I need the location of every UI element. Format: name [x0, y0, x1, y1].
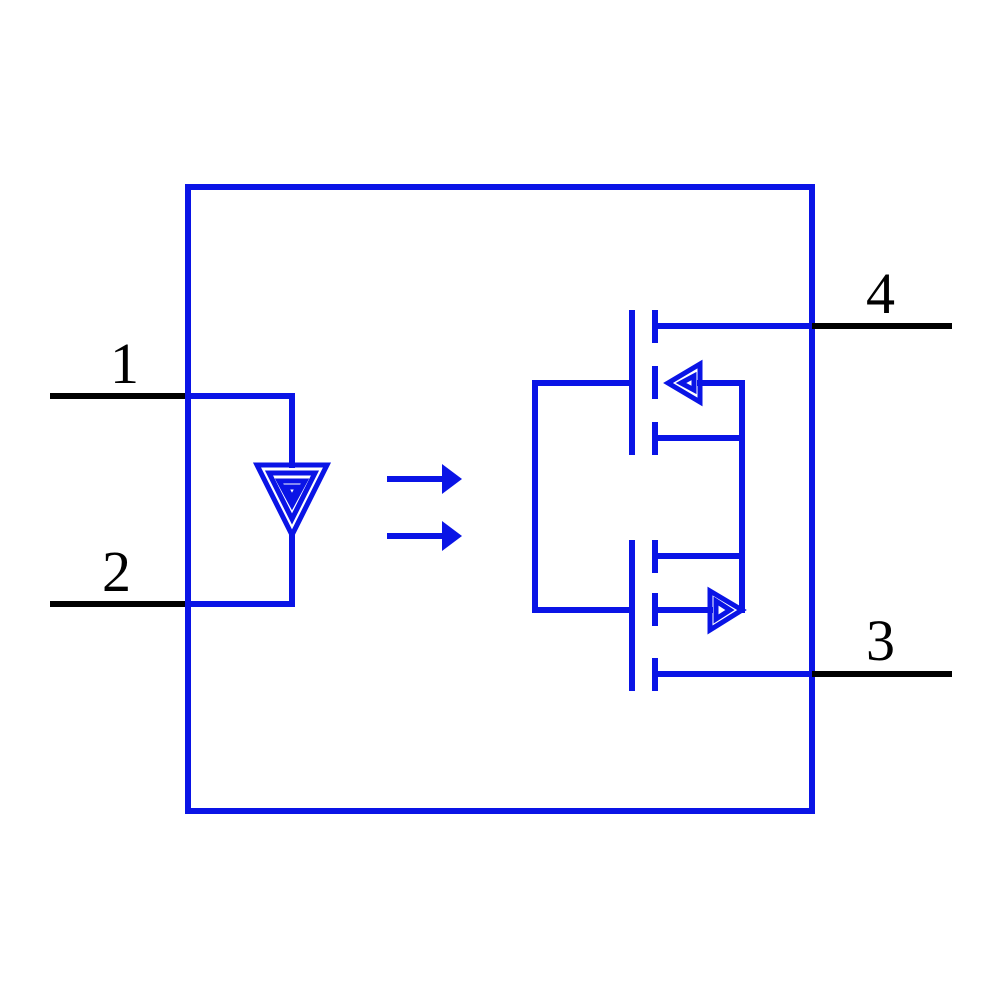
light-arrow-1-head	[442, 464, 462, 494]
upper-body-wire	[697, 380, 745, 613]
led-cathode-wire	[185, 532, 295, 607]
pin-1-label: 1	[110, 331, 139, 396]
dual-mosfet-icon	[532, 310, 815, 691]
led-triangle-inner-2	[274, 478, 310, 511]
led-triangle-inner-1	[264, 470, 320, 525]
upper-body-arrow	[663, 359, 703, 407]
pin-2[interactable]: 2	[50, 539, 188, 607]
pin-1[interactable]: 1	[50, 331, 188, 399]
led-triangle	[252, 462, 332, 541]
light-arrow-2-head	[442, 521, 462, 551]
led-triangle-inner-3	[281, 484, 303, 504]
pin-4[interactable]: 4	[812, 261, 952, 329]
package-outline	[185, 184, 815, 814]
lower-body-arrow	[707, 586, 747, 635]
led-icon	[185, 393, 332, 607]
upper-body-arrow-inner	[675, 371, 697, 395]
gate-wire	[532, 380, 629, 613]
led-anode-wire	[185, 393, 295, 468]
pin-2-label: 2	[102, 539, 131, 604]
pin-3-label: 3	[866, 608, 895, 673]
pin-4-label: 4	[866, 261, 895, 326]
light-arrows-icon	[387, 464, 462, 551]
pin-3[interactable]: 3	[812, 608, 952, 677]
lower-body-arrow-inner	[713, 596, 735, 624]
